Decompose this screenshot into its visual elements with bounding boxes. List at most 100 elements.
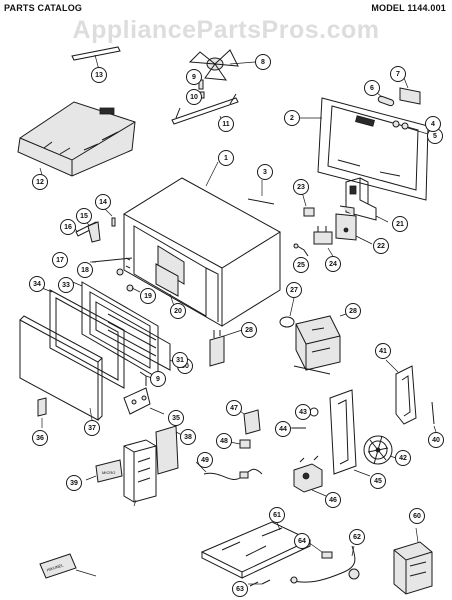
callout-42[interactable]: 42: [395, 450, 411, 466]
callout-37[interactable]: 37: [84, 420, 100, 436]
callout-circle: [390, 66, 406, 82]
callout-48[interactable]: 48: [216, 433, 232, 449]
callout-number: 22: [377, 243, 385, 250]
part-23-switch[interactable]: [301, 191, 315, 217]
callout-27[interactable]: 27: [286, 282, 302, 298]
part-38-touch-pad[interactable]: MICRO: [85, 459, 123, 483]
callout-15[interactable]: 15: [76, 208, 92, 224]
callout-1[interactable]: 1: [218, 150, 234, 166]
part-20-door-glass[interactable]: [155, 263, 179, 307]
callout-19[interactable]: 19: [140, 288, 156, 304]
part-15-lever[interactable]: [85, 221, 101, 243]
part-33-door-panel[interactable]: [19, 315, 103, 421]
callout-44[interactable]: 44: [275, 421, 291, 437]
callout-18[interactable]: 18: [77, 262, 93, 278]
callout-9[interactable]: 9: [186, 69, 202, 85]
callout-10[interactable]: 10: [186, 89, 202, 105]
part-32-door-outer-frame[interactable]: [41, 287, 125, 389]
part-43-fan-motor[interactable]: [293, 455, 327, 497]
callout-12[interactable]: 12: [32, 174, 48, 190]
part-17-rod[interactable]: [90, 257, 133, 263]
callout-28[interactable]: 28: [345, 303, 361, 319]
callout-28[interactable]: 28: [241, 322, 257, 338]
part-39-screw[interactable]: [431, 401, 437, 433]
callout-7[interactable]: 7: [390, 66, 406, 82]
part-34-hinge-bracket[interactable]: [123, 387, 165, 415]
callout-33[interactable]: 33: [58, 277, 74, 293]
part-64-rating-label[interactable]: HIKUNEL: [39, 553, 97, 579]
callout-circle: [197, 452, 213, 468]
callout-62[interactable]: 62: [349, 529, 365, 545]
part-27-gasket-ring[interactable]: [279, 297, 295, 328]
callout-63[interactable]: 63: [232, 581, 248, 597]
part-47-connector[interactable]: [229, 439, 251, 449]
part-49-transformer[interactable]: [393, 527, 433, 595]
callout-64[interactable]: 64: [294, 533, 310, 549]
part-4-5-clip[interactable]: [392, 120, 429, 135]
callout-16[interactable]: 16: [60, 219, 76, 235]
callout-39[interactable]: 39: [66, 475, 82, 491]
callout-13[interactable]: 13: [91, 67, 107, 83]
callout-25[interactable]: 25: [293, 257, 309, 273]
part-21-switch-bracket[interactable]: [345, 177, 389, 223]
callout-40[interactable]: 40: [428, 432, 444, 448]
callout-31[interactable]: 31: [172, 352, 188, 368]
callout-11[interactable]: 11: [218, 116, 234, 132]
callout-34[interactable]: 34: [29, 276, 45, 292]
callout-22[interactable]: 22: [373, 238, 389, 254]
part-63-cord-clamp[interactable]: [248, 576, 298, 587]
callout-circle: [95, 194, 111, 210]
part-8-stirrer-fan[interactable]: [188, 49, 256, 81]
callout-14[interactable]: 14: [95, 194, 111, 210]
part-22-interlock-switches[interactable]: [335, 205, 373, 245]
part-28-magnetron[interactable]: [293, 313, 347, 375]
callout-46[interactable]: 46: [325, 492, 341, 508]
part-24-capacitor[interactable]: [313, 226, 335, 259]
callout-36[interactable]: 36: [32, 430, 48, 446]
callout-24[interactable]: 24: [325, 256, 341, 272]
part-48-wire-harness[interactable]: [195, 461, 263, 480]
part-61-power-cord[interactable]: [289, 545, 360, 583]
part-41-fan-blade[interactable]: [363, 435, 397, 465]
part-7-lamp-cover[interactable]: [399, 77, 421, 105]
part-2-back-panel[interactable]: [300, 97, 429, 201]
part-14-screw[interactable]: [103, 207, 116, 227]
callout-9[interactable]: 9: [150, 371, 166, 387]
callout-20[interactable]: 20: [170, 303, 186, 319]
callout-21[interactable]: 21: [392, 216, 408, 232]
callout-circle: [375, 343, 391, 359]
callout-6[interactable]: 6: [364, 80, 380, 96]
part-35-latch-spring[interactable]: [37, 397, 47, 428]
callout-number: 6: [370, 85, 374, 92]
callout-49[interactable]: 49: [197, 452, 213, 468]
callout-17[interactable]: 17: [52, 252, 68, 268]
part-40-air-duct[interactable]: [385, 359, 417, 425]
part-29-thermal-protector[interactable]: [209, 329, 243, 367]
callout-61[interactable]: 61: [269, 507, 285, 523]
part-62-plug[interactable]: [307, 541, 333, 559]
part-18-19-fasteners[interactable]: [116, 268, 141, 293]
callout-47[interactable]: 47: [226, 400, 242, 416]
part-13-strip[interactable]: [71, 46, 121, 71]
part-6-fuse[interactable]: [375, 91, 395, 107]
part-37-control-panel[interactable]: [123, 439, 157, 507]
callout-8[interactable]: 8: [255, 54, 271, 70]
part-42-fan-bracket[interactable]: [329, 389, 371, 477]
callout-3[interactable]: 3: [257, 164, 273, 180]
callout-60[interactable]: 60: [409, 508, 425, 524]
callout-45[interactable]: 45: [370, 473, 386, 489]
callout-43[interactable]: 43: [295, 404, 311, 420]
part-30-door-screen[interactable]: [95, 301, 179, 371]
callout-35[interactable]: 35: [168, 410, 184, 426]
callout-2[interactable]: 2: [284, 110, 300, 126]
callout-4[interactable]: 4: [425, 116, 441, 132]
callout-38[interactable]: 38: [180, 429, 196, 445]
callout-41[interactable]: 41: [375, 343, 391, 359]
part-36-control-face[interactable]: [155, 425, 185, 475]
part-1-cabinet[interactable]: [123, 161, 281, 327]
part-12-cover-plate[interactable]: [17, 101, 136, 177]
part-60-base-plate[interactable]: [200, 519, 312, 579]
callout-23[interactable]: 23: [293, 179, 309, 195]
part-3-strip[interactable]: [247, 180, 275, 205]
callout-circle: [293, 179, 309, 195]
